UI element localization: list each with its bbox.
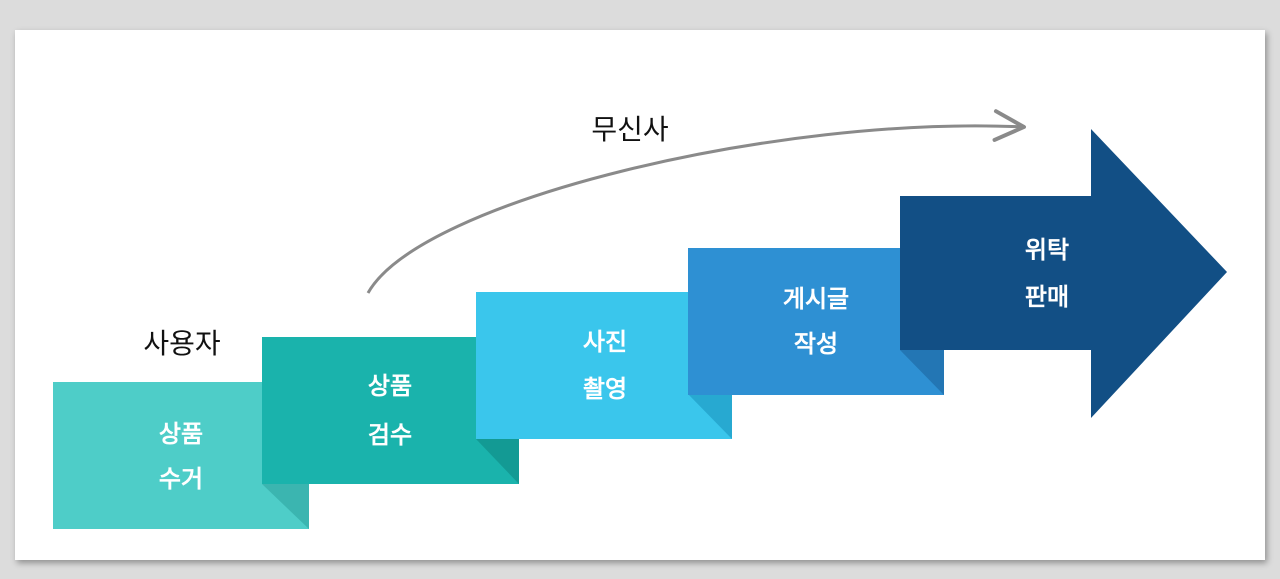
step-photo-label-1: 사진 bbox=[583, 328, 627, 356]
actor-musinsa-label: 무신사 bbox=[591, 113, 668, 146]
musinsa-range-arrow bbox=[366, 109, 1026, 294]
step-inspect-fold bbox=[476, 439, 519, 484]
step-consign-sale-label-1: 위탁 bbox=[1025, 236, 1069, 264]
step-post-label-2: 작성 bbox=[794, 330, 838, 358]
step-consign-sale: 위탁 판매 bbox=[900, 129, 1227, 418]
step-inspect-label-1: 상품 bbox=[368, 372, 412, 400]
step-photo-fold bbox=[688, 394, 732, 439]
step-photo-label-2: 촬영 bbox=[583, 375, 627, 403]
step-post-label-1: 게시글 bbox=[783, 285, 849, 313]
step-post-fold bbox=[900, 350, 944, 395]
step-consign-sale-label-2: 판매 bbox=[1025, 283, 1069, 311]
step-inspect-label-2: 검수 bbox=[368, 421, 412, 449]
step-collect-fold-shadow bbox=[262, 484, 309, 529]
step-collect-label-1: 상품 bbox=[159, 420, 203, 448]
step-consign-sale-arrow bbox=[900, 129, 1227, 418]
step-collect-label-2: 수거 bbox=[159, 465, 203, 493]
actor-user-label: 사용자 bbox=[143, 327, 220, 360]
